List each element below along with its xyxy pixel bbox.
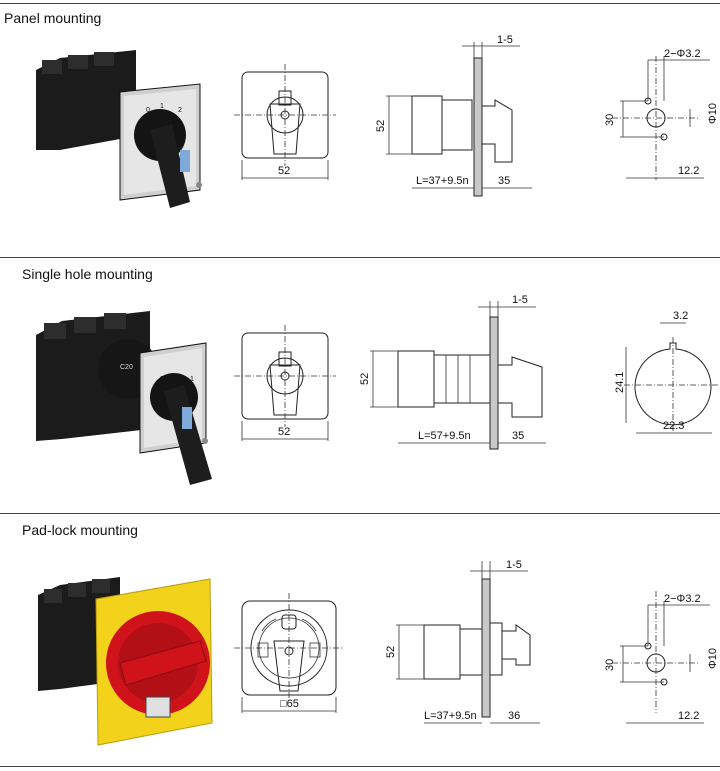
- key-width-label: 3.2: [673, 310, 688, 322]
- cutout-width-label: 22.3: [663, 420, 684, 432]
- depth-label: 35: [498, 175, 510, 187]
- dial-label-0: 0: [146, 107, 150, 114]
- switch-photo: 0 1 C20: [36, 311, 212, 485]
- offset-label: 12.2: [678, 710, 699, 722]
- single-hole-drawings: 0 1 C20 52 52: [36, 294, 720, 485]
- section-title: Single hole mounting: [22, 266, 153, 282]
- side-height-label: 52: [385, 646, 397, 658]
- panel-cutout: 30 2−Φ3.2 Φ10 12.2: [604, 48, 719, 180]
- front-view: 52: [234, 64, 336, 180]
- front-width-label: □65: [280, 698, 299, 710]
- panel-mounting-drawings: 0 1 2 52 52: [36, 34, 719, 208]
- hole-size-label: 2−Φ3.2: [664, 593, 701, 605]
- length-label: L=37+9.5n: [416, 175, 469, 187]
- thickness-label: 1-5: [506, 559, 522, 571]
- center-diameter-label: Φ10: [707, 103, 719, 124]
- section-panel-mounting: Panel mounting 0 1 2: [0, 0, 720, 257]
- section-title: Panel mounting: [4, 10, 102, 26]
- switch-photo: 0 1 2: [36, 50, 202, 208]
- padlock-drawings: □65 52 1-5 L=37+9.5n 36: [38, 559, 719, 746]
- top-rule: [0, 3, 720, 4]
- front-view: □65: [234, 593, 344, 713]
- length-label: L=37+9.5n: [424, 710, 477, 722]
- dial-label-2: 2: [178, 107, 182, 114]
- offset-label: 12.2: [678, 165, 699, 177]
- section-padlock-mounting: Pad-lock mounting: [0, 513, 720, 766]
- hole-cutout: 3.2 24.1 22.3: [614, 310, 720, 434]
- dial-label-0: 0: [160, 376, 164, 383]
- divider-rule-1: [0, 257, 720, 258]
- depth-label: 35: [512, 430, 524, 442]
- thickness-label: 1-5: [512, 294, 528, 306]
- side-view: 52 1-5 L=57+9.5n 35: [359, 294, 546, 450]
- section-title: Pad-lock mounting: [22, 522, 138, 538]
- section-single-hole-mounting: Single hole mounting 0 1 C20: [0, 257, 720, 513]
- thickness-label: 1-5: [497, 34, 513, 46]
- side-view: 52 1-5 L=37+9.5n 36: [385, 559, 540, 724]
- front-view: 52: [234, 325, 336, 441]
- front-width-label: 52: [278, 426, 290, 438]
- padlock-switch-photo: [38, 577, 213, 746]
- side-view: 52 1-5 L=37+9.5n 35: [375, 34, 532, 197]
- model-label: C20: [120, 364, 133, 371]
- hole-size-label: 2−Φ3.2: [664, 48, 701, 60]
- front-width-label: 52: [278, 165, 290, 177]
- center-diameter-label: Φ10: [707, 648, 719, 669]
- bottom-rule: [0, 766, 720, 767]
- dial-label-1: 1: [190, 376, 194, 383]
- side-height-label: 52: [375, 120, 387, 132]
- hole-spacing-label: 30: [604, 659, 616, 671]
- depth-label: 36: [508, 710, 520, 722]
- cutout-height-label: 24.1: [614, 372, 626, 393]
- divider-rule-2: [0, 513, 720, 514]
- hole-spacing-label: 30: [604, 114, 616, 126]
- dial-label-1: 1: [160, 103, 164, 110]
- padlock-cutout: 30 2−Φ3.2 Φ10 12.2: [604, 591, 719, 724]
- length-label: L=57+9.5n: [418, 430, 471, 442]
- side-height-label: 52: [359, 373, 371, 385]
